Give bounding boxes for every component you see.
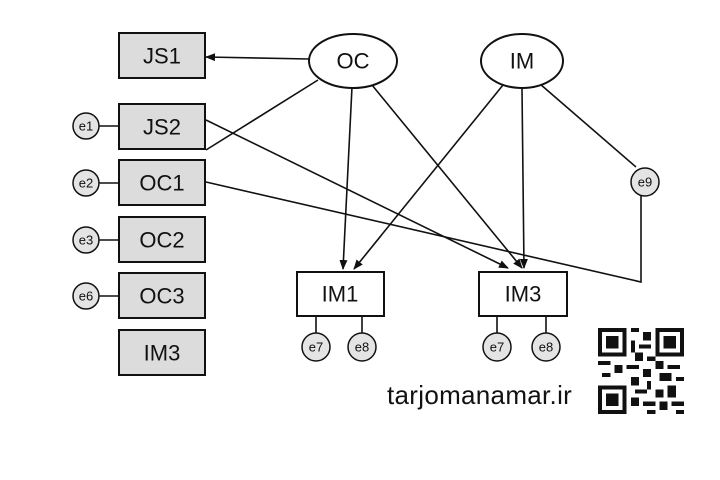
error-e7-im3-label: e7 [490,340,504,355]
node-im3-left-label: IM3 [144,341,181,366]
edge-im-e9 [539,83,637,168]
node-oc3 [118,272,206,319]
edge-im1-errors [315,315,363,333]
error-e6 [72,282,100,310]
latent-variables: OC IM [308,33,564,89]
edge-oc1-e9-path [205,181,642,284]
error-e8-im3 [531,332,561,362]
error-e7-im1-label: e7 [309,340,323,355]
error-e3-label: e3 [79,233,93,248]
node-oc2-label: OC2 [139,228,184,253]
error-e8-im3-label: e8 [539,340,553,355]
error-e9-label: e9 [638,175,652,190]
error-e8-im1 [347,332,377,362]
error-e6-label: e6 [79,289,93,304]
error-terms-lower: e7 e8 e7 e8 [301,332,561,362]
node-oc1 [118,159,206,206]
node-oc1-label: OC1 [139,171,184,196]
error-e1 [72,112,100,140]
error-e7-im3 [482,332,512,362]
node-js2-label: JS2 [143,115,181,140]
observed-variables-left: JS1 JS2 OC1 OC2 OC3 IM3 [118,32,206,376]
edge-im-im1 [353,84,504,270]
error-e2 [72,169,100,197]
node-oc-label: OC [337,49,370,74]
node-js1 [118,32,206,79]
node-im3-label: IM3 [505,282,542,307]
error-e3 [72,226,100,254]
node-im3 [478,271,568,317]
error-e7-im1 [301,332,331,362]
node-oc3-label: OC3 [139,284,184,309]
edge-js2-im3 [205,119,509,269]
node-js1-label: JS1 [143,44,181,69]
error-e8-im1-label: e8 [355,340,369,355]
qr-code-icon [598,328,684,414]
node-oc [308,33,398,89]
edge-oc-js1 [205,53,310,62]
error-e1-label: e1 [79,119,93,134]
node-js2 [118,103,206,150]
edge-oc-im3 [371,84,523,269]
edge-im3-errors [496,315,547,333]
watermark-text: tarjomanamar.ir [387,380,573,410]
edge-oc-im1 [339,86,353,270]
edge-im-im3 [519,88,528,269]
node-im1 [296,271,385,317]
node-oc2 [118,216,206,263]
error-e2-label: e2 [79,176,93,191]
edge-oc-js2-line [205,79,319,151]
node-im3-left [118,329,206,376]
observed-variables-lower: IM1 IM3 [296,271,568,317]
error-e9 [630,167,660,197]
node-im-label: IM [510,49,534,74]
error-terms-left: e1 e2 e3 e6 [72,112,100,310]
node-im [480,33,564,89]
node-im1-label: IM1 [322,282,359,307]
